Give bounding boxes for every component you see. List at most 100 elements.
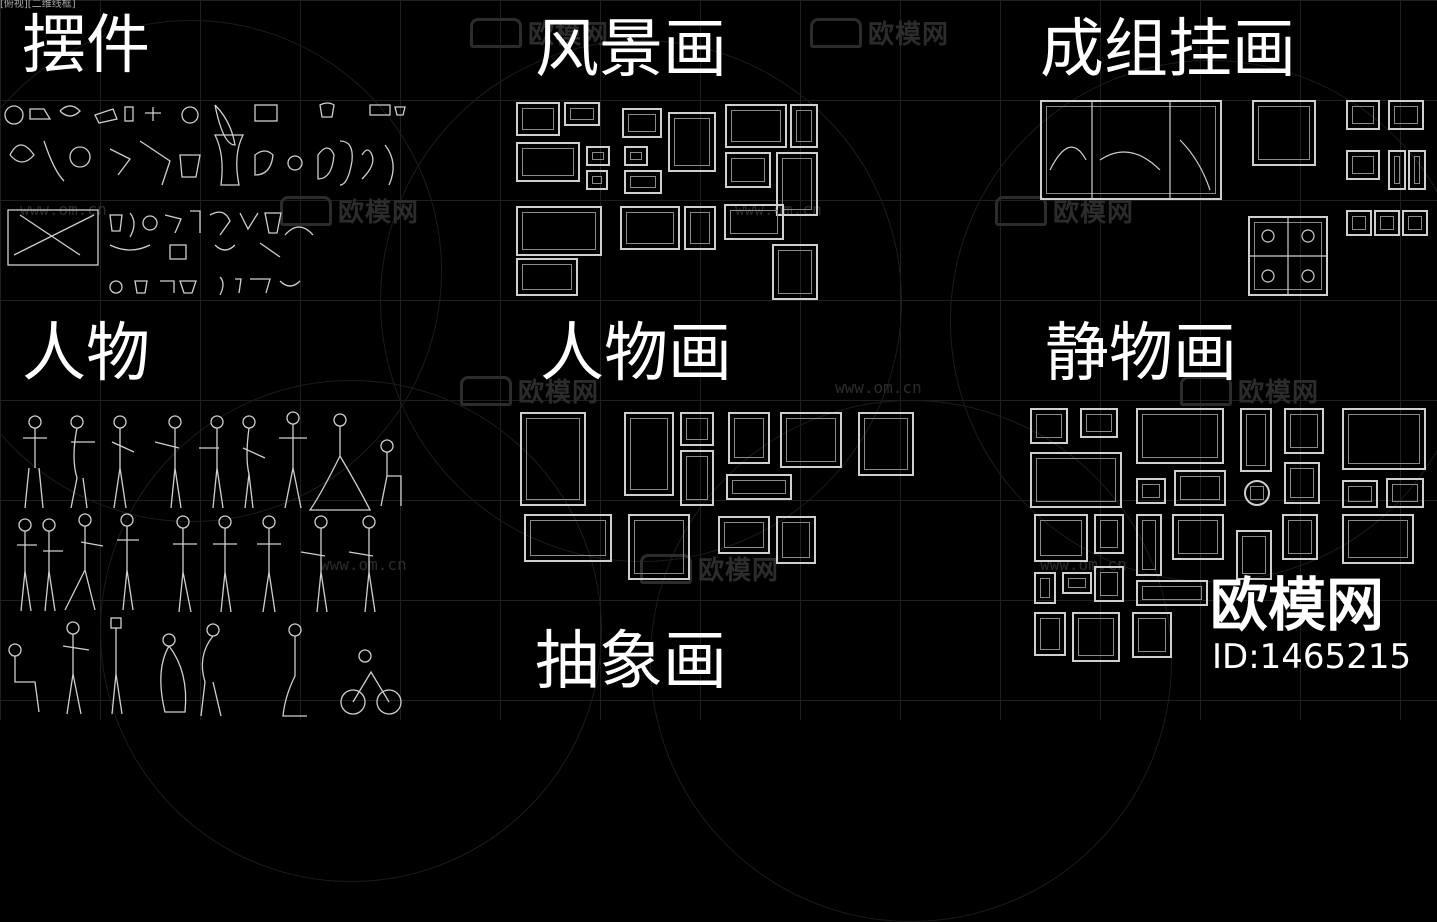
ornament-frame xyxy=(7,209,99,266)
landscape-frame xyxy=(516,206,602,256)
ornaments-drawing xyxy=(4,102,406,296)
people-row-2 xyxy=(17,513,376,613)
asset-id: ID:1465215 xyxy=(1212,637,1412,677)
sofa-icon xyxy=(280,195,332,226)
category-stilllife: 静物画 xyxy=(1045,317,1237,391)
landscape-frame xyxy=(624,146,648,166)
stilllife-frame xyxy=(1174,470,1226,506)
watermark-logo: 欧模网 xyxy=(460,372,599,409)
landscape-frame xyxy=(620,206,680,250)
landscape-frame xyxy=(725,104,787,148)
people-drawing xyxy=(8,411,402,717)
stilllife-frame xyxy=(1034,572,1056,604)
ornament-row-2 xyxy=(9,134,394,186)
ornament-row-1 xyxy=(4,102,406,146)
portrait-frame xyxy=(624,412,674,496)
category-abstract: 抽象画 xyxy=(535,625,727,699)
watermark-logo: 欧模网 xyxy=(640,550,779,587)
stilllife-frame xyxy=(1342,514,1414,564)
landscape-frame xyxy=(668,112,716,172)
people-row-3 xyxy=(8,617,402,717)
watermark-logo: 欧模网 xyxy=(1180,372,1319,409)
portrait-frame xyxy=(628,514,690,580)
stilllife-frame xyxy=(1030,408,1068,444)
viewport-label[interactable]: [俯视][二维线框] xyxy=(0,0,76,10)
triptych-art xyxy=(1049,100,1211,200)
category-people: 人物 xyxy=(22,317,150,391)
group-frame xyxy=(1252,100,1316,166)
stilllife-frame xyxy=(1282,514,1318,560)
watermark-logo: 欧模网 xyxy=(470,14,609,51)
stilllife-frame xyxy=(1172,514,1224,560)
group-frame xyxy=(1402,210,1428,236)
watermark-logo: 欧模网 xyxy=(995,192,1134,229)
stilllife-frame xyxy=(1240,408,1272,472)
landscape-frame xyxy=(772,244,818,300)
stilllife-frame xyxy=(1080,408,1118,438)
sofa-icon xyxy=(460,375,512,406)
category-landscape: 风景画 xyxy=(535,13,727,87)
ornament-row-4 xyxy=(109,276,301,296)
landscape-frame xyxy=(684,206,716,250)
landscape-frame xyxy=(725,152,771,188)
group-frame xyxy=(1388,150,1406,190)
watermark-url: www.om.cn xyxy=(1040,555,1127,574)
stilllife-frame xyxy=(1136,514,1162,576)
group-frame xyxy=(1346,210,1372,236)
landscape-frame xyxy=(724,204,784,240)
stilllife-frame xyxy=(1136,478,1166,504)
landscape-frame xyxy=(790,104,818,148)
stilllife-frame xyxy=(1034,514,1088,562)
portrait-frame xyxy=(776,516,816,564)
stilllife-frame xyxy=(1236,530,1272,580)
stilllife-frame xyxy=(1342,480,1378,508)
landscape-frame xyxy=(516,142,580,182)
stilllife-frame xyxy=(1136,580,1208,606)
sofa-icon xyxy=(470,17,522,48)
watermark-url: www.om.cn xyxy=(835,378,922,397)
category-group: 成组挂画 xyxy=(1040,13,1296,87)
sofa-icon xyxy=(810,17,862,48)
landscape-frame xyxy=(516,258,578,296)
stilllife-frame xyxy=(1284,462,1320,504)
watermark-logo: 欧模网 xyxy=(810,14,949,51)
portrait-frame xyxy=(780,412,842,468)
portrait-frame xyxy=(524,514,612,562)
landscape-frame xyxy=(586,146,610,166)
portrait-frame xyxy=(726,474,792,500)
landscape-frame xyxy=(516,102,560,136)
group-frame xyxy=(1388,100,1424,130)
landscape-frame xyxy=(564,102,600,126)
brand-logo: 欧模网 xyxy=(1210,571,1385,639)
group-frame xyxy=(1346,100,1380,130)
watermark-url: www.om.cn xyxy=(320,555,407,574)
landscape-frame xyxy=(776,152,818,216)
landscape-frame xyxy=(622,108,662,138)
stilllife-frame xyxy=(1034,612,1066,656)
watermark-logo: 欧模网 xyxy=(280,192,419,229)
stilllife-frame xyxy=(1072,612,1120,662)
stilllife-round-frame xyxy=(1244,480,1270,506)
group-frame-triptych xyxy=(1040,100,1222,200)
portrait-frame xyxy=(718,516,770,554)
portrait-frame xyxy=(520,412,586,506)
portrait-frame xyxy=(728,412,770,464)
stilllife-frame xyxy=(1094,566,1124,602)
landscape-frame xyxy=(586,170,608,190)
ornament-row-3 xyxy=(109,210,314,260)
stilllife-frame xyxy=(1132,612,1172,658)
category-portrait: 人物画 xyxy=(540,317,732,391)
sofa-icon xyxy=(995,195,1047,226)
category-ornaments: 摆件 xyxy=(22,9,150,83)
stilllife-frame xyxy=(1030,452,1122,508)
stilllife-frame xyxy=(1342,408,1426,470)
sofa-icon xyxy=(640,553,692,584)
portrait-frame xyxy=(680,450,714,506)
stilllife-frame xyxy=(1386,478,1424,508)
stilllife-frame xyxy=(1062,572,1092,594)
portrait-frame xyxy=(680,412,714,446)
group-frame xyxy=(1374,210,1400,236)
stilllife-frame xyxy=(1094,514,1124,554)
landscape-frame xyxy=(624,170,662,194)
quad-art xyxy=(1248,216,1328,296)
